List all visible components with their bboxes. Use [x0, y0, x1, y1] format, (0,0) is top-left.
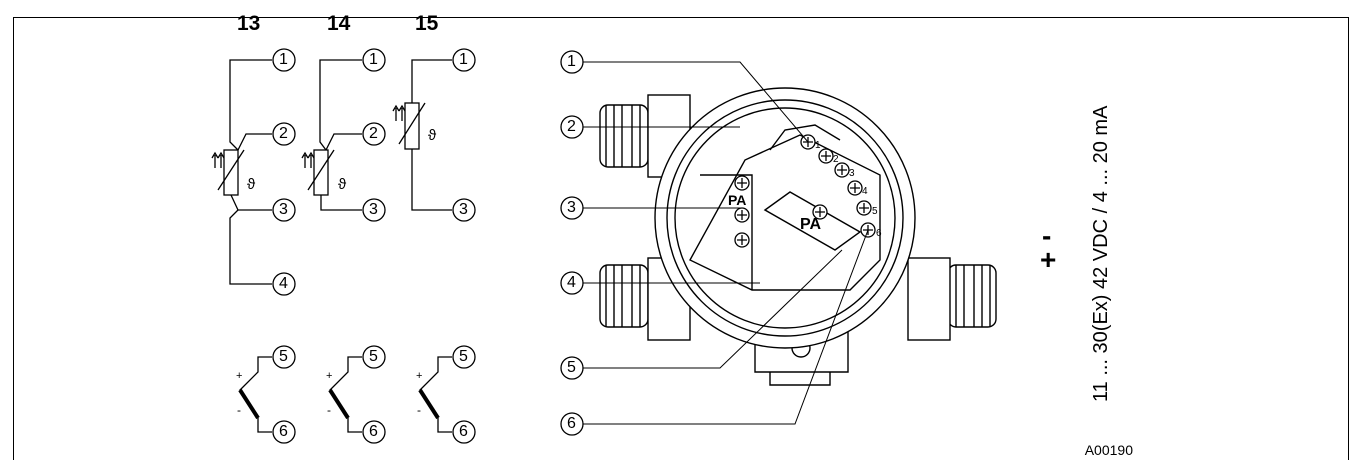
- rtd-symbol-14: ϑ: [338, 176, 347, 193]
- pa-label-left: PA: [728, 192, 747, 208]
- callout-5-label: 5: [567, 359, 576, 376]
- rtd-4wire-column-13: [211, 59, 272, 285]
- svg-text:5: 5: [872, 206, 878, 217]
- terminal-5-label: 5: [279, 348, 288, 365]
- thermo-minus-15: -: [417, 403, 421, 417]
- column-number-14: 14: [327, 12, 351, 35]
- supply-minus: -: [1042, 220, 1052, 251]
- callout-2-label: 2: [567, 118, 576, 135]
- column-number-13: 13: [237, 12, 261, 35]
- callout-3-label: 3: [567, 199, 576, 216]
- terminal-3-label: 3: [369, 201, 378, 218]
- terminal-4-label: 4: [279, 275, 288, 292]
- thermo-plus-13: +: [236, 370, 243, 382]
- supply-spec-text: 11 ... 30(Ex) 42 VDC / 4 ... 20 mA: [1090, 105, 1112, 402]
- terminal-6-label: 6: [459, 423, 468, 440]
- callout-1-label: 1: [567, 53, 576, 70]
- terminal-2-label: 2: [369, 125, 378, 142]
- thermo-minus-13: -: [237, 403, 241, 417]
- rtd-symbol-13: ϑ: [247, 176, 256, 193]
- rtd-3wire-column-14: [301, 59, 362, 211]
- rtd-2wire-column-15: [392, 59, 452, 211]
- rtd-symbol-15: ϑ: [428, 127, 437, 144]
- svg-text:3: 3: [849, 168, 855, 179]
- pa-label-center: PA: [800, 216, 822, 233]
- column-number-15: 15: [415, 12, 439, 35]
- supply-plus: +: [1040, 244, 1057, 275]
- diagram-frame: [13, 17, 1349, 460]
- terminal-5-label: 5: [369, 348, 378, 365]
- thermo-plus-14: +: [326, 370, 333, 382]
- transmitter-housing: [599, 87, 997, 386]
- terminal-1-label: 1: [279, 51, 288, 68]
- figure-reference: A00190: [1084, 442, 1133, 458]
- terminal-3-label: 3: [279, 201, 288, 218]
- svg-text:6: 6: [876, 228, 882, 239]
- terminal-6-label: 6: [369, 423, 378, 440]
- thermo-plus-15: +: [416, 370, 423, 382]
- terminal-3-label: 3: [459, 201, 468, 218]
- svg-text:4: 4: [862, 186, 868, 197]
- svg-text:1: 1: [815, 140, 821, 151]
- terminal-2-label: 2: [279, 125, 288, 142]
- thermo-minus-14: -: [327, 403, 331, 417]
- terminal-5-label: 5: [459, 348, 468, 365]
- callout-4-label: 4: [567, 274, 576, 291]
- callout-leaders: [583, 61, 869, 425]
- callout-6-label: 6: [567, 415, 576, 432]
- svg-text:2: 2: [833, 154, 839, 165]
- terminal-1-label: 1: [459, 51, 468, 68]
- terminal-1-label: 1: [369, 51, 378, 68]
- terminal-6-label: 6: [279, 423, 288, 440]
